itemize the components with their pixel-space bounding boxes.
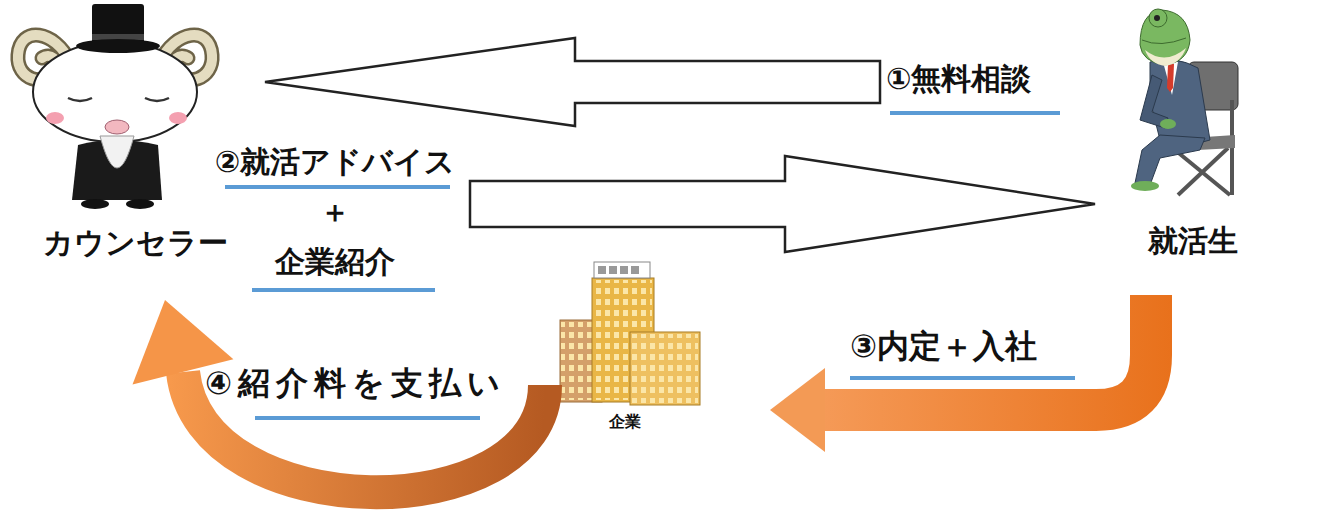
edge-label: ②就活アドバイス ＋ 企業紹介	[195, 137, 475, 287]
edge-label: ④紹介料を支払い	[205, 362, 565, 404]
character-node: 就活生	[1120, 0, 1265, 266]
arrow-head	[770, 368, 825, 452]
node-label: 企業	[609, 411, 641, 432]
node-label: カウンセラー	[43, 223, 228, 262]
frog-illustration	[1110, 0, 1260, 205]
edge-label: ①無料相談	[886, 58, 1096, 100]
orange-band	[825, 295, 1151, 410]
hollow-arrow	[265, 38, 880, 126]
flow-arrow	[265, 38, 880, 126]
character-node: カウンセラー	[15, 0, 255, 268]
building-illustration	[550, 255, 710, 410]
edge-label: ③内定＋入社	[850, 325, 1100, 367]
node-label: 就活生	[1148, 221, 1238, 260]
character-node: 企業	[550, 255, 700, 435]
hollow-arrow	[470, 156, 1095, 252]
flow-arrow	[770, 295, 1151, 452]
flow-arrow	[470, 156, 1095, 252]
